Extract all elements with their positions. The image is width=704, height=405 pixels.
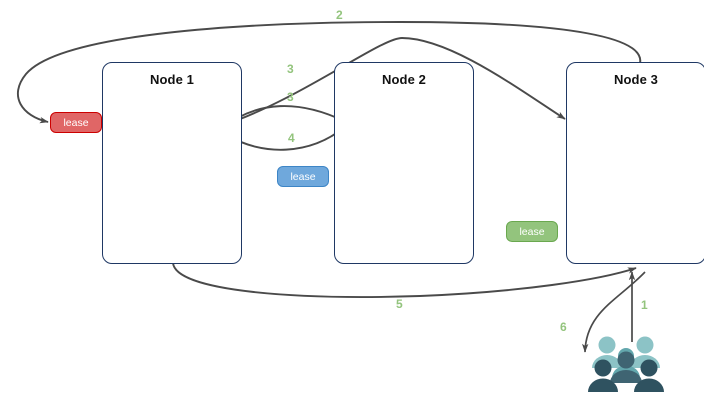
node-title-1: Node 1 [150,72,194,87]
users-front-row [588,351,664,392]
node-title-2: Node 2 [382,72,426,87]
lease-badge-table3[interactable]: lease [506,221,558,242]
arrow-step-2 [16,21,642,124]
arrow-step-5 [172,262,637,298]
step-label-3b: 3 [287,90,294,104]
node-container-2: Node 2 [334,62,474,264]
node-title-3: Node 3 [614,72,658,87]
node-container-3: Node 3 [566,62,704,264]
step-label-5: 5 [396,297,403,311]
step-label-6: 6 [560,320,567,334]
arrow-step-6 [582,271,646,353]
step-label-2: 2 [336,8,343,22]
node-container-1: Node 1 [102,62,242,264]
lease-badge-table1[interactable]: lease [50,112,102,133]
step-label-3a: 3 [287,62,294,76]
step-label-1: 1 [641,298,648,312]
step-label-4: 4 [288,131,295,145]
arrow-step-3-to-node3 [220,37,566,127]
lease-badge-table2[interactable]: lease [277,166,329,187]
